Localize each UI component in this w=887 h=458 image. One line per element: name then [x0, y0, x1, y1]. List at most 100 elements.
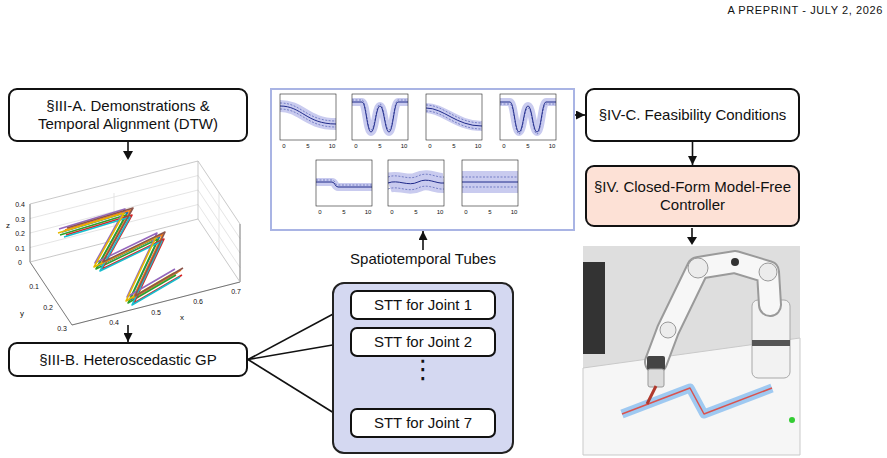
process-box: §III-B. Heteroscedastic GP	[8, 342, 248, 377]
tube-plot	[462, 160, 518, 206]
page-header: A PREPRINT - JULY 2, 2026	[727, 5, 883, 16]
tube-plot	[500, 94, 556, 140]
robot-photo	[583, 246, 800, 455]
plot-frame	[462, 160, 518, 206]
sample-line	[426, 111, 482, 129]
sample-line	[462, 187, 518, 188]
tube-plots	[270, 88, 575, 231]
tick-label: 0.3	[15, 215, 25, 222]
axis-name: y	[20, 310, 24, 318]
process-box: §III-A. Demonstrations & Temporal Alignm…	[8, 88, 248, 142]
plot-panel: 0510051005100510051005100510	[270, 88, 575, 231]
tube-plot	[280, 94, 336, 140]
tick-label: 10	[475, 143, 482, 149]
axis-name: x	[180, 314, 184, 322]
tick-label: 0.2	[15, 230, 25, 237]
tick-label: 5	[342, 209, 345, 215]
robot-arm-outline	[656, 262, 770, 362]
tube-plot	[316, 160, 372, 206]
axis-name: z	[6, 222, 10, 230]
tick-label: 10	[329, 143, 336, 149]
tick-label: 0.1	[15, 244, 25, 251]
tick-label: 5	[452, 143, 455, 149]
photo-stand	[583, 262, 605, 354]
mean-line	[352, 102, 408, 132]
tick-label: 5	[306, 143, 309, 149]
trajectory-plot	[30, 151, 240, 325]
photo-ground	[583, 246, 800, 455]
tick-label: 10	[365, 209, 372, 215]
tick-label: 0.4	[15, 201, 25, 208]
robot-joint-cap	[731, 258, 739, 266]
mean-line	[462, 182, 518, 183]
mean-line	[426, 108, 482, 126]
mean-line	[280, 106, 336, 124]
robot-joint	[660, 322, 676, 338]
process-box: STT for Joint 7	[350, 408, 496, 438]
arrow-line	[691, 228, 693, 238]
ellipsis-mark: ⋮	[410, 356, 436, 382]
panel-ground	[270, 88, 575, 231]
axis-line	[30, 204, 240, 325]
tick-label: 5	[526, 143, 529, 149]
tick-label: 0	[18, 259, 22, 266]
process-box: STT for Joint 2	[350, 327, 496, 357]
mean-line	[316, 182, 372, 187]
box-label: §IV. Closed-Form Model-Free Controller	[593, 178, 792, 214]
plot-frame	[426, 94, 482, 140]
tube-band	[352, 102, 408, 132]
box-label: STT for Joint 7	[374, 414, 472, 432]
process-box: §IV-C. Feasibility Conditions	[585, 88, 800, 142]
trajectory	[67, 208, 183, 296]
tick-label: 10	[401, 143, 408, 149]
mean-line	[388, 180, 444, 184]
plot-frame	[500, 94, 556, 140]
box-label: STT for Joint 2	[374, 333, 472, 351]
plot-frame	[352, 94, 408, 140]
tick-label: 0.7	[231, 288, 241, 295]
tick-label: 0.5	[151, 309, 161, 316]
flow-arrow	[422, 231, 424, 250]
arrow-head	[687, 237, 697, 245]
flow-arrow	[692, 142, 694, 165]
tick-label: 0.1	[29, 283, 39, 290]
sample-line	[352, 100, 408, 130]
tick-label: 10	[511, 209, 518, 215]
flow-arrow	[127, 142, 129, 342]
plot-grid	[30, 176, 240, 326]
tube-band	[462, 171, 518, 193]
box-label: §IV-C. Feasibility Conditions	[599, 106, 787, 124]
tick-label: 0	[464, 209, 467, 215]
group-heading: Spatiotemporal Tubes	[350, 250, 496, 268]
robot-wrist	[647, 356, 665, 370]
grid-line	[219, 192, 220, 250]
flow-arrow	[575, 114, 585, 116]
tick-label: 5	[414, 209, 417, 215]
tick-label: 0	[282, 143, 285, 149]
tick-label: 0	[354, 143, 357, 149]
robot-joint	[688, 258, 708, 278]
trajectory	[59, 209, 175, 297]
robot-arm	[656, 262, 770, 362]
tick-label: 0	[428, 143, 431, 149]
tube-band	[500, 102, 556, 132]
plot-frame	[280, 94, 336, 140]
sample-line	[500, 104, 556, 134]
robot-joint	[759, 263, 777, 281]
tick-label: 0.6	[193, 298, 203, 305]
tube-plot	[426, 94, 482, 140]
plot-frame	[388, 160, 444, 206]
trajectories	[58, 208, 183, 305]
box-label: STT for Joint 1	[374, 296, 472, 314]
tick-label: 10	[437, 209, 444, 215]
drawn-path	[622, 388, 772, 414]
box-label: §III-A. Demonstrations & Temporal Alignm…	[16, 97, 240, 133]
tick-label: 5	[488, 209, 491, 215]
sample-line	[388, 174, 444, 178]
axis-line	[30, 161, 240, 224]
tick-label: 0	[502, 143, 505, 149]
tube-path	[622, 388, 772, 414]
plot-frame	[316, 160, 372, 206]
tick-label: 0.3	[57, 325, 67, 332]
